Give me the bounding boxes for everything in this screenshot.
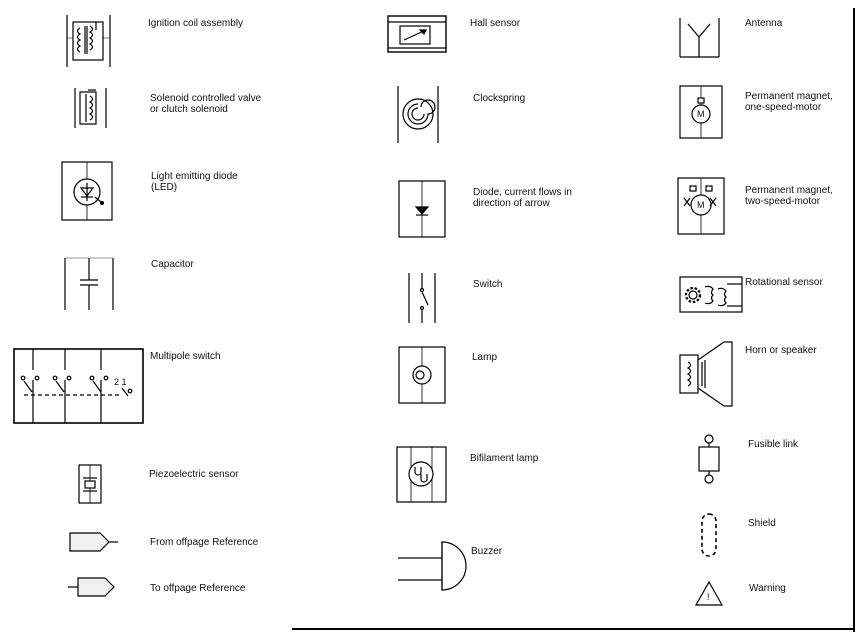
warning-icon: [694, 580, 724, 606]
motor-one-speed-icon: [679, 85, 723, 139]
shield-label: Shield: [748, 518, 776, 529]
horn-label: Horn or speaker: [745, 345, 817, 356]
bifilament-lamp-label: Bifilament lamp: [470, 453, 539, 464]
piezo-sensor-label: Piezoelectric sensor: [149, 469, 239, 480]
motor-one-speed-letter: M: [697, 109, 705, 119]
lamp-icon: [398, 346, 446, 404]
hall-sensor-label: Hall sensor: [470, 18, 521, 29]
capacitor-label: Capacitor: [151, 259, 194, 270]
led-label: Light emitting diode (LED): [151, 171, 238, 193]
multipole-switch-icon: [13, 348, 144, 424]
solenoid-icon: [74, 88, 107, 128]
solenoid-label: Solenoid controlled valve or clutch sole…: [150, 93, 262, 115]
capacitor-icon: [64, 257, 114, 310]
warning-mark: !: [707, 592, 710, 602]
motor-two-speed-label: Permanent magnet, two-speed-motor: [745, 185, 833, 207]
motor-two-speed-letter: M: [697, 200, 705, 210]
buzzer-label: Buzzer: [471, 546, 503, 557]
antenna-label: Antenna: [745, 18, 783, 29]
bifilament-lamp-icon: [396, 446, 447, 503]
led-icon: [61, 161, 113, 221]
from-offpage-icon: [69, 532, 118, 552]
motor-two-speed-icon: [677, 177, 725, 235]
lamp-label: Lamp: [472, 352, 498, 363]
clockspring-label: Clockspring: [473, 93, 526, 104]
rotational-sensor-label: Rotational sensor: [745, 277, 823, 288]
switch-icon: [408, 273, 436, 323]
hall-sensor-icon: [387, 15, 447, 53]
shield-icon: [701, 513, 717, 557]
fusible-link-icon: [698, 434, 720, 484]
fusible-link-label: Fusible link: [748, 439, 799, 450]
ignition-coil-label: Ignition coil assembly: [148, 18, 244, 29]
clockspring-icon: [397, 86, 439, 143]
horn-icon: [679, 341, 733, 407]
ignition-coil-icon: [66, 15, 111, 67]
buzzer-icon: [398, 541, 467, 591]
multipole-positions-label: 2 1: [114, 377, 127, 387]
switch-label: Switch: [473, 279, 503, 290]
sheet-right-edge: [853, 8, 855, 632]
to-offpage-label: To offpage Reference: [150, 583, 246, 594]
rotational-sensor-icon: [679, 276, 743, 313]
to-offpage-icon: [68, 577, 115, 597]
warning-label: Warning: [749, 583, 786, 594]
antenna-icon: [679, 18, 720, 58]
diode-icon: [398, 180, 446, 238]
motor-one-speed-label: Permanent magnet, one-speed-motor: [745, 91, 833, 113]
multipole-switch-label: Multipole switch: [150, 351, 221, 362]
diode-label: Diode, current flows in direction of arr…: [473, 187, 572, 209]
from-offpage-label: From offpage Reference: [150, 537, 259, 548]
piezo-sensor-icon: [78, 464, 102, 504]
sheet-bottom-edge: [292, 628, 855, 630]
